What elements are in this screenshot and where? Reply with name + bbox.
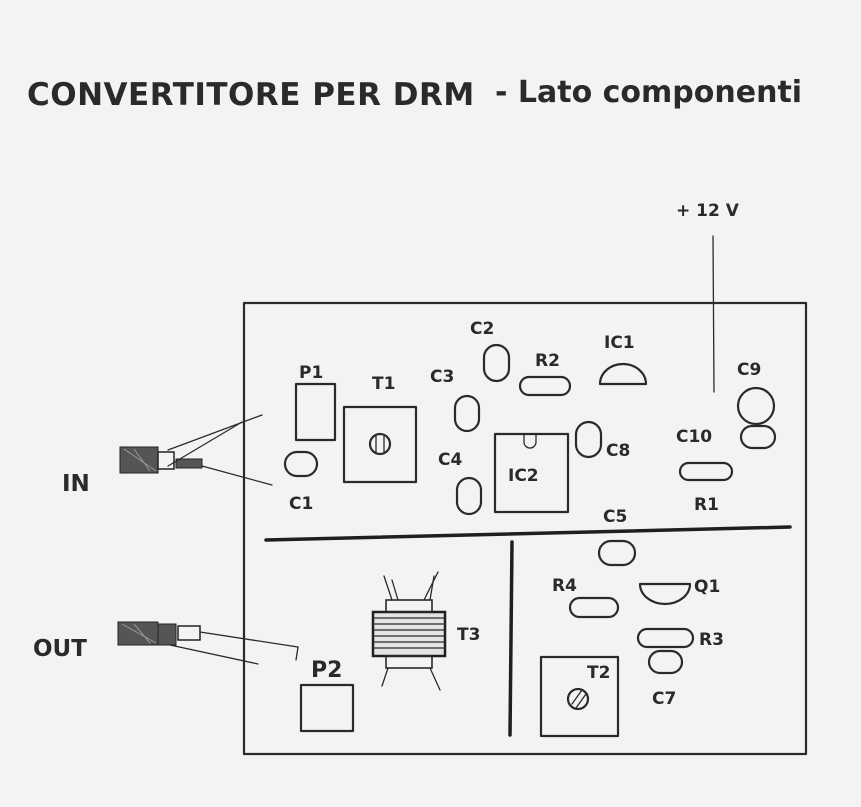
c10-label: C10 (676, 427, 712, 447)
r4-label: R4 (552, 576, 577, 596)
c2-label: C2 (470, 319, 494, 339)
ic2-notch (523, 433, 537, 449)
c2-body (482, 343, 511, 383)
t3-coil (371, 571, 447, 691)
r3-label: R3 (699, 630, 724, 650)
c5-label: C5 (603, 507, 627, 527)
pcb-divider-horizontal (264, 525, 792, 542)
out-label: OUT (33, 636, 87, 662)
supply-label: + 12 V (676, 201, 740, 221)
t2-label: T2 (587, 663, 610, 683)
out-connector (117, 621, 299, 665)
t1-adjust-icon (368, 432, 392, 456)
ic2-label: IC2 (508, 466, 539, 486)
q1-label: Q1 (694, 577, 720, 597)
ic2-body (493, 432, 570, 514)
t2-body (539, 655, 620, 738)
c5-body (597, 539, 637, 567)
p2-body (299, 683, 355, 733)
in-connector (119, 414, 273, 486)
t2-adjust-icon (566, 687, 590, 711)
c9-body (736, 386, 776, 426)
c7-body (647, 649, 684, 675)
pcb-outline (242, 301, 808, 756)
diagram-subtitle: - Lato componenti (495, 75, 802, 110)
p2-label: P2 (311, 658, 342, 683)
c7-label: C7 (652, 689, 676, 709)
c1-body (283, 450, 319, 478)
ic1-body (598, 362, 648, 386)
t1-label: T1 (372, 374, 395, 394)
c4-label: C4 (438, 450, 462, 470)
t3-label: T3 (457, 625, 480, 645)
r2-label: R2 (535, 351, 560, 371)
in-label: IN (62, 471, 90, 497)
r1-label: R1 (694, 495, 719, 515)
c1-label: C1 (289, 494, 313, 514)
ic1-label: IC1 (604, 333, 635, 353)
r2-body (518, 375, 572, 397)
c4-body (455, 476, 483, 516)
r3-body (636, 627, 695, 649)
t1-body (342, 405, 418, 484)
diagram-title: CONVERTITORE PER DRM (27, 77, 475, 113)
c8-body (574, 420, 603, 459)
r1-body (678, 461, 734, 482)
r4-body (568, 596, 620, 619)
c8-label: C8 (606, 441, 630, 461)
p1-body (294, 382, 337, 442)
pcb-divider-vertical (508, 540, 514, 737)
p1-label: P1 (299, 363, 323, 383)
q1-body (638, 582, 692, 606)
c9-label: C9 (737, 360, 761, 380)
c10-body (739, 424, 777, 450)
c3-body (453, 394, 481, 433)
c3-label: C3 (430, 367, 454, 387)
supply-wire (712, 235, 715, 393)
